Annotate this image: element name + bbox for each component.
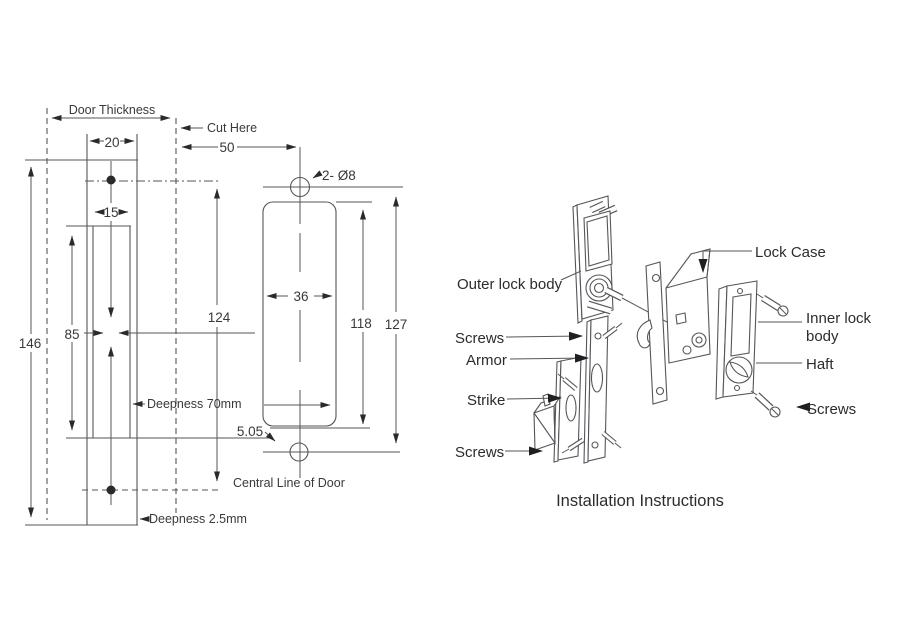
central-line-label: Central Line of Door bbox=[233, 476, 345, 490]
armor-label: Armor bbox=[466, 352, 507, 369]
inner-bottom-hole bbox=[733, 384, 741, 392]
screws-top-label: Screws bbox=[455, 330, 504, 347]
upper-pivot-dot bbox=[106, 175, 116, 185]
wood-screw-4-fill bbox=[568, 438, 584, 451]
screw-b-slot bbox=[771, 408, 779, 416]
outer-lock-body-label: Outer lock body bbox=[457, 276, 563, 293]
dim-50-label: 50 bbox=[219, 140, 234, 155]
inner-plate-face bbox=[722, 280, 758, 398]
flush-pull-recess bbox=[583, 210, 613, 272]
screw-a-slot bbox=[779, 307, 787, 315]
armor-slot bbox=[590, 363, 604, 393]
door-thickness-label: Door Thickness bbox=[69, 103, 156, 117]
dim-20-label: 20 bbox=[104, 135, 119, 150]
case-hub bbox=[691, 332, 707, 348]
wood-screw-3-fill bbox=[563, 377, 577, 391]
flush-pull-recess-inner bbox=[586, 215, 610, 267]
strike-drawing bbox=[533, 356, 582, 463]
outer-plate-side bbox=[572, 204, 583, 324]
strike-label: Strike bbox=[467, 392, 505, 409]
inner-lock-body-label-line2: body bbox=[806, 328, 839, 345]
deepness-70-label: Deepness 70mm bbox=[147, 397, 242, 411]
deepness-25-label: Deepness 2.5mm bbox=[149, 512, 247, 526]
dim-146-label: 146 bbox=[19, 336, 42, 351]
armor-leader bbox=[509, 353, 589, 363]
case-square-hole bbox=[675, 312, 687, 325]
armor-bottom-hole bbox=[591, 441, 599, 449]
wood-screw-3-tip bbox=[557, 373, 565, 380]
lower-pivot-dot bbox=[106, 485, 116, 495]
screws-right-label: Screws bbox=[807, 401, 856, 418]
door-edge-section-view bbox=[25, 108, 297, 526]
outer-bottom-post-fill bbox=[587, 301, 612, 314]
thumbturn-circle bbox=[725, 356, 753, 384]
dim-85-label: 85 bbox=[64, 327, 79, 342]
screw-a-tip bbox=[756, 293, 764, 299]
dim-36-label: 36 bbox=[293, 289, 308, 304]
lock-case-drawing bbox=[636, 248, 711, 405]
case-faceplate-bottom-hole bbox=[655, 386, 665, 396]
wood-screw-1-tip bbox=[615, 322, 623, 329]
outer-hub-core bbox=[593, 282, 605, 294]
wood-screw-2-fill bbox=[602, 431, 616, 445]
thumbturn-grip bbox=[729, 361, 749, 378]
dim-127-label: 127 bbox=[385, 317, 408, 332]
armor-side bbox=[583, 319, 592, 464]
faceplate-front-view bbox=[262, 147, 403, 478]
case-faceplate bbox=[645, 261, 668, 405]
annotations: Door Thickness Cut Here 20 50 15 85 146 … bbox=[19, 103, 872, 526]
caption-title: Installation Instructions bbox=[556, 492, 724, 510]
screws-bottom-label: Screws bbox=[455, 444, 504, 461]
dim-15-label: 15 bbox=[103, 205, 118, 220]
screws-top-leader bbox=[505, 331, 583, 341]
armor-plate-drawing bbox=[583, 315, 609, 464]
strike-leader bbox=[506, 393, 562, 403]
hole-callout-label: 2- Ø8 bbox=[322, 168, 356, 183]
strike-box-edge bbox=[553, 405, 556, 444]
exploded-assembly bbox=[505, 195, 810, 464]
wood-screw-1-fill bbox=[603, 326, 617, 339]
screw-b-shaft-fill bbox=[755, 393, 773, 410]
wood-screws-drawing bbox=[557, 322, 623, 454]
wood-screw-2-tip bbox=[614, 442, 622, 449]
armor-face bbox=[587, 315, 609, 462]
dim-505-label: 5.05 bbox=[237, 424, 263, 439]
cut-here-label: Cut Here bbox=[207, 121, 257, 135]
case-top-edge bbox=[665, 276, 708, 289]
outer-lock-body-leader bbox=[560, 270, 582, 281]
dim505-arrow bbox=[264, 431, 276, 442]
haft-label: Haft bbox=[806, 356, 834, 373]
machine-screws-drawing bbox=[750, 293, 789, 418]
dim-124-label: 124 bbox=[208, 310, 231, 325]
wood-screw-4-tip bbox=[561, 448, 570, 454]
leader-lines bbox=[505, 250, 810, 456]
screw-a-shaft-fill bbox=[761, 296, 781, 310]
inner-cutout bbox=[730, 293, 752, 357]
lock-case-leader bbox=[698, 250, 752, 273]
inner-top-hole bbox=[736, 287, 744, 295]
dim-118-label: 118 bbox=[350, 316, 372, 331]
case-faceplate-top-hole bbox=[651, 273, 661, 283]
screw-b-tip bbox=[750, 390, 758, 396]
outer-top-post-1-fill bbox=[590, 201, 605, 213]
case-small-hole bbox=[682, 345, 692, 355]
spindle-rod-fill bbox=[604, 287, 624, 301]
outer-lock-body-drawing bbox=[572, 195, 624, 324]
inner-lock-body-label-line1: Inner lock bbox=[806, 310, 872, 327]
hook-latch bbox=[636, 319, 653, 349]
case-back-edge bbox=[706, 248, 711, 278]
case-hub-core bbox=[695, 336, 703, 344]
strike-slot bbox=[565, 394, 577, 422]
lock-case-label: Lock Case bbox=[755, 244, 826, 261]
armor-top-hole bbox=[594, 332, 602, 340]
inner-lock-body-drawing bbox=[715, 280, 758, 400]
hole-callout-leader bbox=[312, 170, 323, 179]
